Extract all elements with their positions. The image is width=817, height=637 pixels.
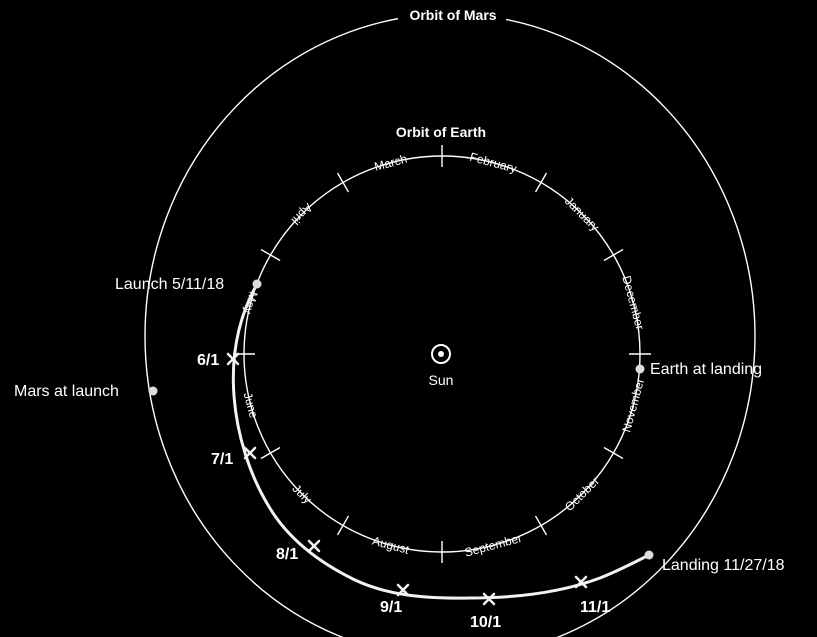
month-tick bbox=[603, 248, 624, 262]
x-marker bbox=[482, 592, 496, 606]
date-label-jul: 7/1 bbox=[211, 451, 233, 468]
date-label-sep: 9/1 bbox=[380, 599, 402, 616]
month-label: September bbox=[463, 531, 523, 560]
month-tick bbox=[603, 446, 624, 460]
sun-icon bbox=[431, 344, 451, 364]
mars-at-launch-point bbox=[148, 386, 158, 396]
earth-at-landing-point bbox=[635, 364, 645, 374]
earth-orbit-label: Orbit of Earth bbox=[396, 124, 486, 140]
earth-at-landing-label: Earth at landing bbox=[650, 361, 762, 378]
month-tick bbox=[260, 248, 281, 262]
month-label: August bbox=[371, 534, 411, 557]
month-label: December bbox=[619, 274, 647, 331]
x-marker bbox=[307, 539, 321, 553]
sun-label: Sun bbox=[429, 372, 454, 388]
month-label: October bbox=[562, 474, 602, 514]
month-label: February bbox=[468, 150, 518, 176]
date-label-jun: 6/1 bbox=[197, 352, 219, 369]
date-markers bbox=[226, 352, 588, 606]
month-label: November bbox=[619, 377, 647, 434]
month-tick bbox=[534, 515, 548, 536]
month-tick bbox=[336, 515, 350, 536]
mars-orbit-label: Orbit of Mars bbox=[409, 7, 496, 23]
month-label: June bbox=[241, 391, 261, 420]
x-marker bbox=[396, 583, 410, 597]
month-label: January bbox=[562, 194, 602, 234]
landing-label: Landing 11/27/18 bbox=[662, 557, 785, 574]
launch-point bbox=[252, 279, 262, 289]
launch-label: Launch 5/11/18 bbox=[115, 276, 224, 293]
mars-at-launch-label: Mars at launch bbox=[14, 383, 119, 400]
month-tick bbox=[336, 172, 350, 193]
month-tick bbox=[260, 446, 281, 460]
transfer-trajectory bbox=[231, 283, 650, 600]
month-label: March bbox=[373, 152, 409, 174]
x-marker bbox=[574, 575, 588, 589]
date-label-nov: 11/1 bbox=[580, 599, 610, 616]
month-tick bbox=[534, 172, 548, 193]
date-label-aug: 8/1 bbox=[276, 546, 298, 563]
x-marker bbox=[243, 446, 257, 460]
x-marker bbox=[226, 352, 240, 366]
date-label-oct: 10/1 bbox=[470, 614, 501, 631]
mars-orbit bbox=[144, 13, 756, 637]
landing-point bbox=[644, 550, 654, 560]
